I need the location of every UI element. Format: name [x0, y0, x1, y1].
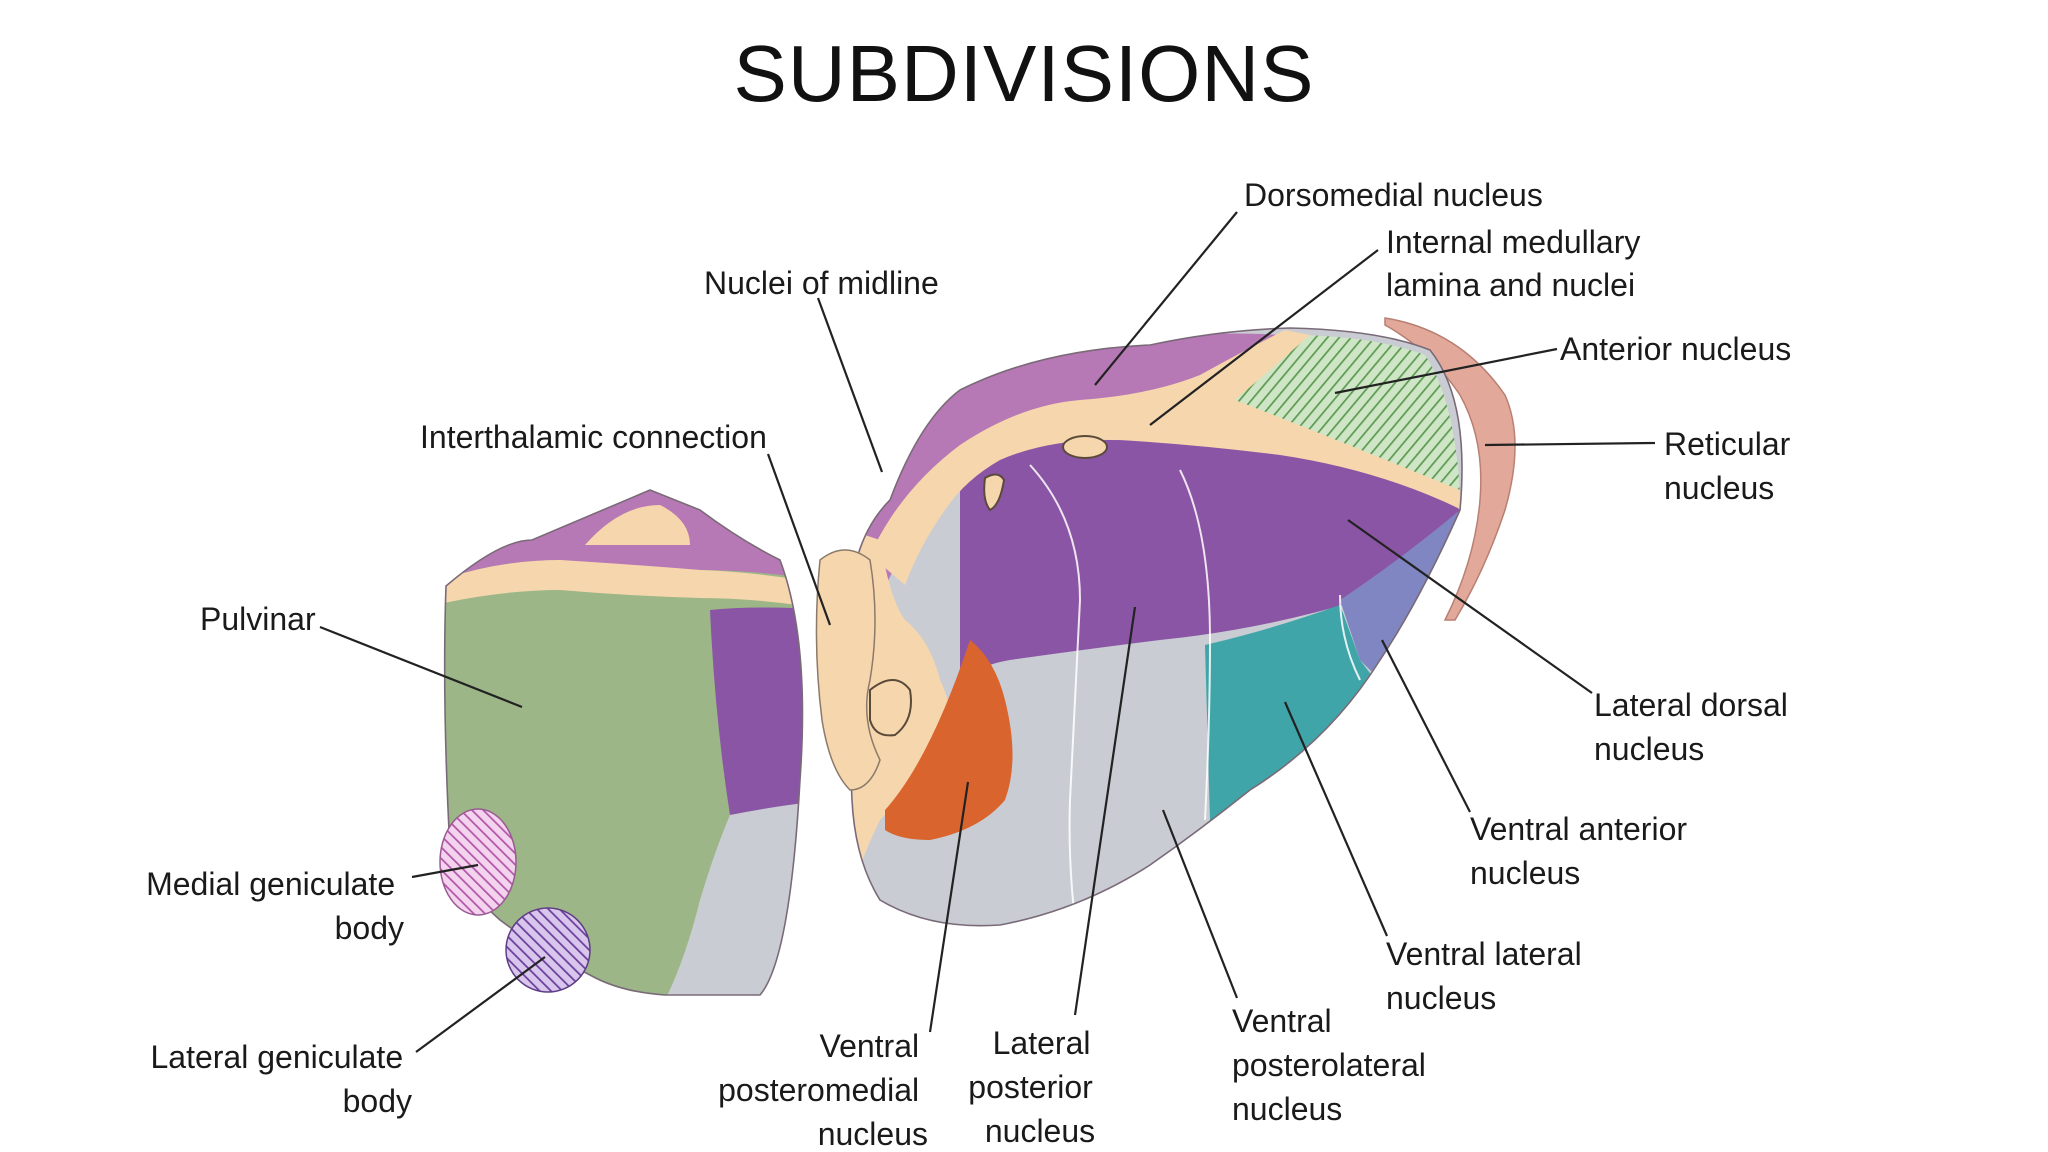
leader-lateral-dorsal [1347, 519, 1593, 694]
leader-nuclei-midline [816, 297, 884, 473]
lateral-geniculate-body [505, 907, 591, 993]
divider-line-3 [1339, 594, 1361, 681]
label-lateral-geniculate-body: Lateral geniculate body [150, 1039, 412, 1119]
lamina-band-left [444, 560, 803, 610]
labels: Dorsomedial nucleus Internal medullary l… [146, 177, 1799, 1152]
label-internal-medullary-lamina: Internal medullary lamina and nuclei [1386, 224, 1649, 303]
leader-reticular [1484, 441, 1656, 447]
label-anterior-nucleus: Anterior nucleus [1560, 331, 1791, 367]
divider-line-1 [1029, 464, 1082, 921]
leader-medial-geniculate [411, 863, 479, 879]
label-dorsomedial-nucleus: Dorsomedial nucleus [1244, 177, 1543, 213]
lamina-nucleus-ring-2 [983, 473, 1006, 512]
label-ventral-posteromedial-nucleus: Ventral posteromedial nucleus [718, 1028, 928, 1152]
label-ventral-anterior-nucleus: Ventral anterior nucleus [1470, 811, 1696, 891]
leader-lines [319, 211, 1656, 1053]
main-body-outline [848, 327, 1463, 927]
internal-medullary-lamina [870, 330, 1462, 585]
lamina-blob-left [585, 505, 690, 545]
reticular-nucleus [1384, 317, 1516, 621]
leader-lateral-posterior [1073, 606, 1137, 1016]
label-ventral-lateral-nucleus: Ventral lateral nucleus [1386, 936, 1591, 1016]
leader-pulvinar [319, 625, 523, 709]
leader-interthalamic [766, 453, 832, 626]
thalamus-main-body [815, 317, 1516, 927]
interthalamic-connection [815, 549, 881, 791]
label-interthalamic-connection: Interthalamic connection [420, 419, 767, 455]
leader-dorsomedial [1094, 211, 1238, 386]
ventral-posteromedial-region [885, 640, 1013, 840]
medial-geniculate-body [439, 808, 517, 916]
label-ventral-posterolateral-nucleus: Ventral posterolateral nucleus [1232, 1003, 1435, 1127]
label-nuclei-of-midline: Nuclei of midline [704, 265, 939, 301]
label-reticular-nucleus: Reticular nucleus [1664, 426, 1799, 506]
leader-ventral-posterolateral [1161, 809, 1239, 999]
lateral-purple-mass [960, 438, 1460, 680]
pulvinar-block [439, 489, 804, 996]
leader-ventral-lateral [1283, 701, 1389, 937]
label-lateral-dorsal-nucleus: Lateral dorsal nucleus [1594, 687, 1797, 767]
lateral-column-left [710, 607, 803, 815]
lamina-nucleus-ring [1062, 435, 1108, 459]
leader-ventral-anterior [1381, 639, 1471, 813]
leader-internal-medullary [1149, 249, 1379, 426]
slide-title: SUBDIVISIONS [733, 29, 1315, 118]
leader-ventral-posteromedial [928, 781, 970, 1033]
label-medial-geniculate-body: Medial geniculate body [146, 866, 404, 946]
interthalamic-ring [869, 679, 912, 737]
leader-lateral-geniculate [415, 956, 546, 1053]
divider-line-2 [1179, 469, 1212, 821]
leader-anterior [1334, 347, 1558, 395]
label-pulvinar: Pulvinar [200, 601, 316, 637]
label-lateral-posterior-nucleus: Lateral posterior nucleus [968, 1025, 1101, 1149]
